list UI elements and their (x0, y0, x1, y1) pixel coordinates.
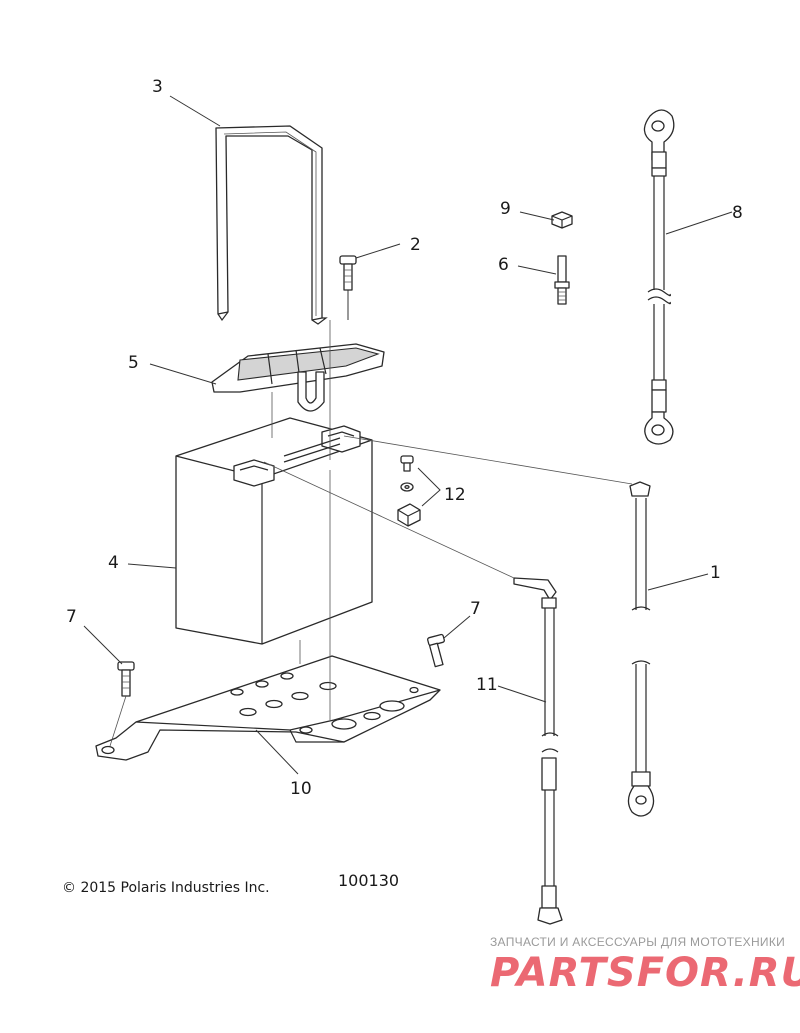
part-9-nut (551, 211, 573, 229)
part-1-cable (627, 481, 655, 817)
callout-1: 1 (710, 563, 721, 583)
part-10-tray (95, 655, 441, 761)
watermark: ЗАПЧАСТИ И АКСЕССУАРЫ ДЛЯ МОТОТЕХНИКИ PA… (490, 935, 800, 996)
copyright-text: © 2015 Polaris Industries Inc. (62, 880, 270, 896)
callout-9: 9 (500, 199, 511, 219)
callout-6: 6 (498, 255, 509, 275)
part-12-hardware (397, 455, 441, 527)
part-7-bolt-right (427, 633, 445, 668)
diagram-number: 100130 (338, 871, 399, 890)
part-2-bolt (339, 255, 357, 320)
callout-10: 10 (290, 779, 312, 799)
part-4-battery (175, 417, 373, 645)
callout-labels: 3 2 5 9 6 8 12 4 1 7 7 11 10 (66, 77, 743, 799)
callout-3: 3 (152, 77, 163, 97)
part-11-cable (513, 577, 563, 925)
part-5-plate (211, 343, 385, 412)
callout-2: 2 (410, 235, 421, 255)
part-3-strap (215, 125, 328, 325)
part-8-cable (643, 109, 675, 445)
part-7-bolt-left (117, 661, 135, 697)
callout-8: 8 (732, 203, 743, 223)
part-6-stud (554, 255, 570, 305)
callout-7-right: 7 (470, 599, 481, 619)
callout-4: 4 (108, 553, 119, 573)
callout-11: 11 (476, 675, 498, 695)
watermark-tagline: ЗАПЧАСТИ И АКСЕССУАРЫ ДЛЯ МОТОТЕХНИКИ (490, 935, 785, 949)
callout-12: 12 (444, 485, 466, 505)
leader-lines (83, 95, 733, 775)
callout-7-left: 7 (66, 607, 77, 627)
assembly-lines (109, 320, 633, 747)
callout-5: 5 (128, 353, 139, 373)
watermark-brand: PARTSFOR.RU (490, 950, 800, 996)
